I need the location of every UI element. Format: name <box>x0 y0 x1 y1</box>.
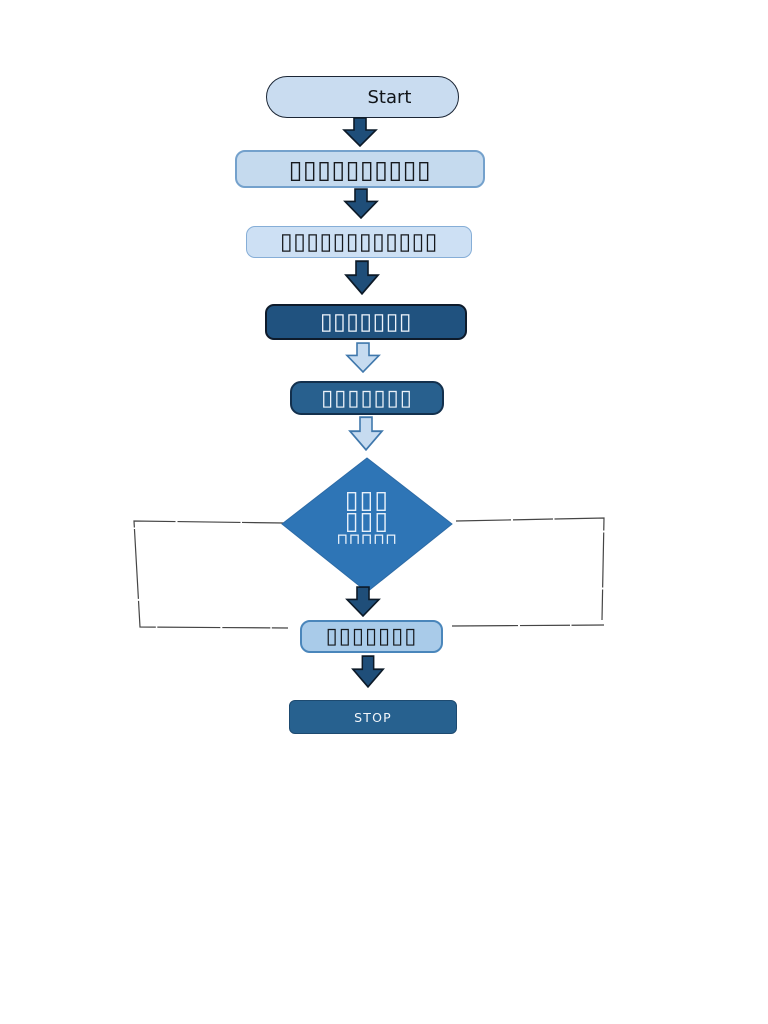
step-3-label: ▯▯▯▯▯▯▯ <box>319 309 413 335</box>
arrow-down-icon <box>344 260 380 295</box>
arrow-down-shape <box>348 416 384 451</box>
decision-line-2: ▯▯▯ <box>344 506 390 535</box>
arrow-down-shape <box>345 586 381 617</box>
decision-line-3: ⊓⊓⊓⊓⊓ <box>336 530 398 548</box>
arrow-down-shape <box>345 342 381 373</box>
start-label: Start <box>367 86 412 108</box>
flow-node-step-1: ▯▯▯▯▯▯▯▯▯▯ <box>235 150 485 188</box>
arrow-down-icon <box>348 416 384 451</box>
arrow-down-icon <box>345 342 381 373</box>
arrow-down-icon <box>343 188 379 219</box>
stop-label: STOP <box>354 709 392 725</box>
arrow-down-shape <box>342 117 378 147</box>
arrow-down-shape <box>351 655 385 688</box>
decision-label: ▯▯▯ ▯▯▯ ⊓⊓⊓⊓⊓ <box>279 485 455 548</box>
feedback-line-left <box>133 520 289 629</box>
step-2-label: ▯▯▯▯▯▯▯▯▯▯▯▯ <box>280 229 438 255</box>
arrow-down-icon <box>342 117 378 147</box>
flow-node-step-4: ▯▯▯▯▯▯▯ <box>290 381 444 415</box>
arrow-down-shape <box>343 188 379 219</box>
flow-node-step-3: ▯▯▯▯▯▯▯ <box>265 304 467 340</box>
flow-node-start: Start <box>266 76 459 118</box>
flow-node-stop: STOP <box>289 700 457 734</box>
step-4-label: ▯▯▯▯▯▯▯ <box>321 385 413 411</box>
arrow-down-shape <box>344 260 380 295</box>
arrow-down-icon <box>345 586 381 617</box>
feedback-line-right-bottom <box>451 624 605 627</box>
flow-node-step-2: ▯▯▯▯▯▯▯▯▯▯▯▯ <box>246 226 472 258</box>
arrow-down-icon <box>351 655 385 688</box>
flow-node-after-decision: ▯▯▯▯▯▯▯ <box>300 620 443 653</box>
step-1-label: ▯▯▯▯▯▯▯▯▯▯ <box>288 154 432 184</box>
decision-line-1: ▯▯▯ <box>344 485 390 514</box>
after-decision-label: ▯▯▯▯▯▯▯ <box>325 624 418 649</box>
feedback-line-right <box>455 517 605 621</box>
